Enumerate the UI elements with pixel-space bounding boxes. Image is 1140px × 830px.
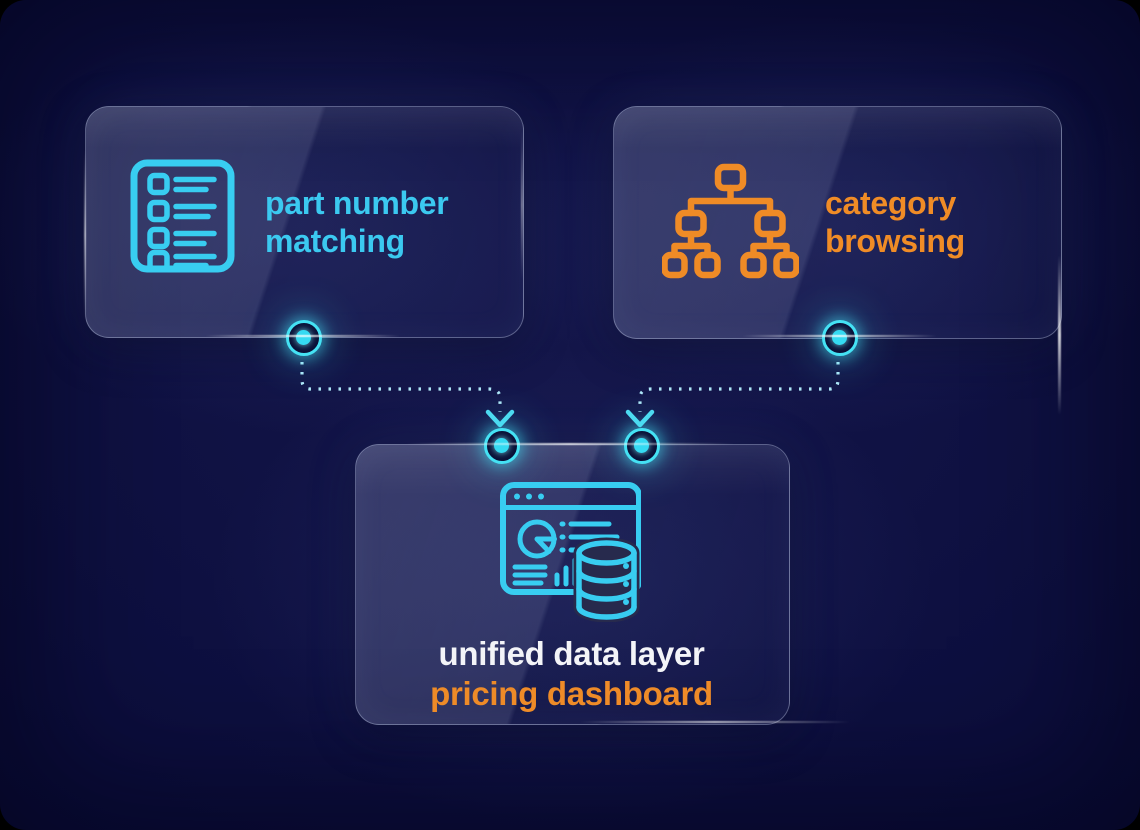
node-category-browsing [821, 319, 858, 356]
card-part-number-matching [85, 106, 524, 338]
connector-left [300, 352, 502, 412]
edge-flare [580, 720, 850, 723]
node-part-matching [285, 319, 322, 356]
node-dot [296, 330, 311, 345]
edge-flare [405, 442, 735, 445]
dashboard-database-icon [500, 482, 641, 622]
checklist-icon [130, 159, 235, 273]
node-dot [494, 438, 509, 453]
pricing-dashboard-label: pricing dashboard [430, 675, 713, 712]
node-unified-left [483, 427, 520, 464]
card-unified-data-layer [355, 444, 790, 725]
edge-flare [205, 334, 400, 337]
edge-flare [520, 130, 523, 280]
arrow-down-right-icon [625, 409, 655, 428]
tree-hierarchy-icon [662, 163, 799, 279]
arrow-down-left-icon [485, 409, 515, 428]
node-dot [634, 438, 649, 453]
category-browsing-label: category browsing [825, 185, 965, 259]
node-dot [832, 330, 847, 345]
edge-flare [742, 334, 937, 337]
node-unified-right [623, 427, 660, 464]
part-number-matching-label: part number matching [265, 185, 449, 259]
unified-card-text: unified data layer pricing dashboard [355, 634, 788, 714]
edge-flare [83, 150, 86, 320]
edge-flare [1058, 255, 1061, 415]
unified-data-layer-label: unified data layer [438, 635, 705, 672]
connector-right [638, 352, 840, 412]
